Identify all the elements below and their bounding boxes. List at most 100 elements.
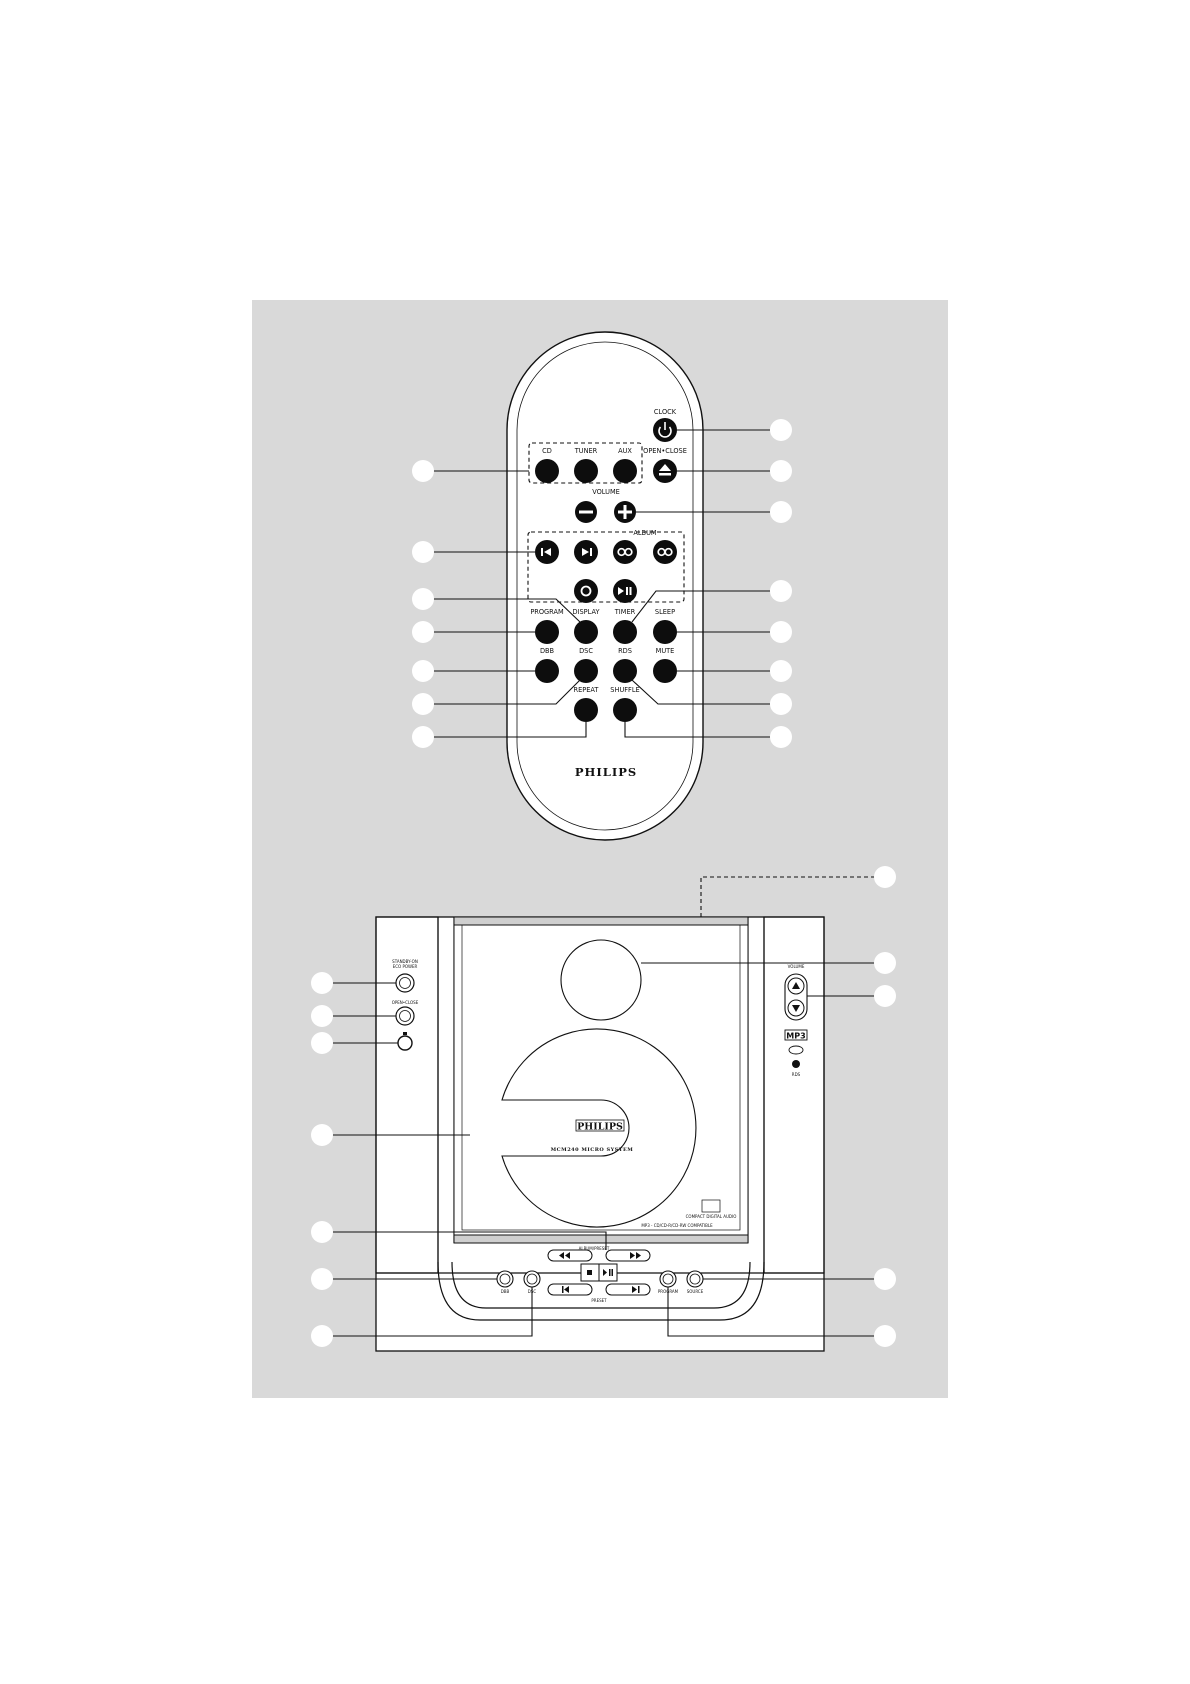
unit-brand-logo: PHILIPS: [577, 1122, 623, 1133]
source-group-outline: [528, 442, 643, 484]
headphone-jack: [397, 1035, 413, 1051]
navigation-group-outline: [527, 531, 685, 603]
unit-callout-markers: [311, 866, 896, 1347]
cd-button[interactable]: [535, 459, 559, 483]
next-button[interactable]: [605, 1283, 651, 1296]
stop-button[interactable]: [574, 579, 598, 603]
program-button[interactable]: [659, 1270, 677, 1288]
callout-marker: [412, 541, 434, 563]
up-arrow-icon: [792, 982, 800, 989]
previous-button[interactable]: [535, 540, 559, 564]
dbb-button[interactable]: [535, 659, 559, 683]
cd-door-top: [453, 916, 749, 926]
dbb-button[interactable]: [496, 1270, 514, 1288]
next-button[interactable]: [574, 540, 598, 564]
display-button[interactable]: [574, 620, 598, 644]
callout-marker: [311, 1005, 333, 1027]
headphones-icon: [403, 1032, 407, 1035]
callout-marker: [770, 621, 792, 643]
rewind-icon: [559, 1252, 564, 1259]
remote-body: [506, 331, 704, 841]
open-close-label: OPEN•CLOSE: [643, 447, 687, 455]
open-close-button[interactable]: [395, 1006, 415, 1026]
callout-marker: [311, 972, 333, 994]
unit-logo-plate: [575, 1119, 625, 1132]
aux-label: AUX: [618, 447, 632, 455]
sleep-button[interactable]: [653, 620, 677, 644]
callout-marker: [412, 460, 434, 482]
callout-marker: [311, 1325, 333, 1347]
play-pause-button[interactable]: [613, 579, 637, 603]
fast-forward-button[interactable]: [605, 1249, 651, 1262]
recordable-icon: [788, 1045, 804, 1055]
fast-forward-button[interactable]: [653, 540, 677, 564]
previous-icon: [562, 1286, 564, 1293]
callout-marker: [874, 866, 896, 888]
volume-down-button[interactable]: [575, 501, 597, 523]
mute-label: MUTE: [656, 647, 675, 655]
volume-label: VOLUME: [788, 964, 805, 969]
preset-label: PRESET: [591, 1298, 607, 1303]
callout-marker: [874, 952, 896, 974]
volume-up-button[interactable]: [787, 977, 805, 995]
dsc-button[interactable]: [523, 1270, 541, 1288]
next-icon: [632, 1286, 637, 1293]
previous-button[interactable]: [547, 1283, 593, 1296]
play-pause-icon: [603, 1269, 607, 1276]
rds-button[interactable]: [613, 659, 637, 683]
mute-button[interactable]: [653, 659, 677, 683]
main-unit: PHILIPS MCM240 MICRO SYSTEM COMPACT DIGI…: [375, 916, 825, 1352]
cd-label: CD: [542, 447, 552, 455]
stop-icon: [580, 585, 592, 597]
callout-marker: [412, 726, 434, 748]
tuner-label: TUNER: [574, 447, 598, 455]
callout-marker: [770, 580, 792, 602]
stop-button[interactable]: [580, 1263, 600, 1282]
callout-marker: [412, 621, 434, 643]
volume-down-button[interactable]: [787, 999, 805, 1017]
play-pause-button[interactable]: [598, 1263, 618, 1282]
callout-marker: [770, 419, 792, 441]
unit-base-curve: [437, 1261, 765, 1321]
callout-marker: [874, 985, 896, 1007]
shuffle-button[interactable]: [613, 698, 637, 722]
timer-button[interactable]: [613, 620, 637, 644]
display-label: DISPLAY: [572, 608, 600, 616]
cd-rw-icon: [792, 1060, 800, 1068]
source-button[interactable]: [686, 1270, 704, 1288]
repeat-button[interactable]: [574, 698, 598, 722]
standby-button[interactable]: [395, 973, 415, 993]
eco-power-label: ECO POWER: [393, 964, 418, 969]
stop-icon: [587, 1270, 592, 1275]
volume-label: VOLUME: [592, 488, 620, 496]
open-close-label: OPEN•CLOSE: [392, 1000, 419, 1005]
standby-label: STANDBY-ON: [392, 959, 418, 964]
dbb-label: DBB: [540, 647, 555, 655]
sleep-label: SLEEP: [655, 608, 675, 616]
mp3-badge: [784, 1029, 808, 1041]
remote-inner-outline: [516, 341, 694, 831]
callout-marker: [874, 1325, 896, 1347]
unit-callout-lines: [331, 876, 876, 1337]
callout-marker: [412, 660, 434, 682]
program-button[interactable]: [535, 620, 559, 644]
down-arrow-icon: [792, 1005, 800, 1012]
callout-marker: [311, 1268, 333, 1290]
callout-marker: [770, 660, 792, 682]
standby-button[interactable]: [653, 418, 677, 442]
callout-marker: [412, 588, 434, 610]
program-label: PROGRAM: [530, 608, 564, 616]
remote-callout-lines: [430, 429, 770, 738]
rewind-button[interactable]: [547, 1249, 593, 1262]
volume-up-button[interactable]: [614, 501, 636, 523]
tuner-button[interactable]: [574, 459, 598, 483]
aux-button[interactable]: [613, 459, 637, 483]
album-preset-label: ALBUM/PRESET: [579, 1246, 610, 1251]
open-close-button[interactable]: [653, 459, 677, 483]
callout-marker: [770, 460, 792, 482]
rewind-button[interactable]: [613, 540, 637, 564]
minus-icon: [579, 510, 593, 514]
display-window: [560, 939, 642, 1021]
next-icon: [582, 548, 589, 556]
dsc-button[interactable]: [574, 659, 598, 683]
